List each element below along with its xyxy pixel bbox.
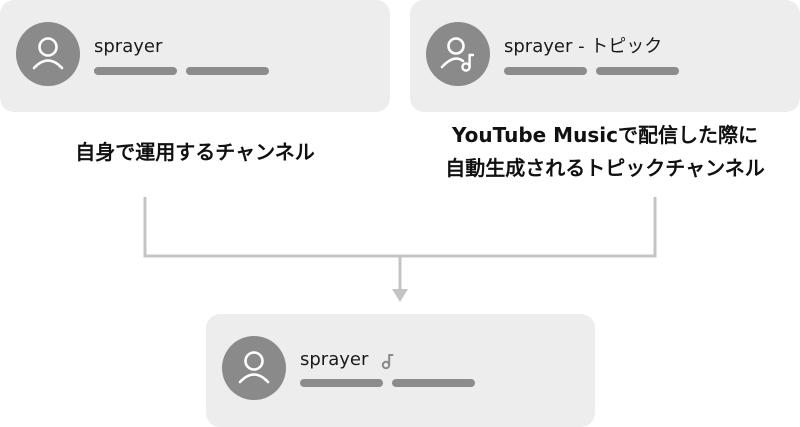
placeholder-bar bbox=[94, 67, 177, 75]
channel-name: sprayer bbox=[94, 36, 163, 57]
user-avatar-icon bbox=[16, 22, 80, 86]
user-avatar-icon bbox=[222, 336, 286, 400]
placeholder-bar bbox=[504, 67, 587, 75]
channel-name: sprayer - トピック bbox=[504, 36, 663, 57]
music-note-icon bbox=[381, 354, 394, 370]
arrow-down-icon bbox=[392, 289, 408, 302]
topic-channel-card: sprayer - トピック bbox=[410, 0, 800, 112]
official-artist-channel-card: sprayer bbox=[206, 314, 595, 427]
topic-channel-caption-line2: 自動生成されるトピックチャンネル bbox=[445, 156, 765, 180]
own-channel-card: sprayer bbox=[0, 0, 390, 112]
topic-channel-caption-line1: YouTube Musicで配信した際に bbox=[452, 123, 758, 147]
own-channel-caption: 自身で運用するチャンネル bbox=[75, 140, 315, 164]
placeholder-bar bbox=[186, 67, 269, 75]
placeholder-bar bbox=[596, 67, 679, 75]
placeholder-bar bbox=[392, 379, 475, 387]
channel-name: sprayer bbox=[300, 349, 369, 370]
placeholder-bar bbox=[300, 379, 383, 387]
user-music-note-icon bbox=[426, 22, 490, 86]
merge-line bbox=[143, 197, 657, 258]
